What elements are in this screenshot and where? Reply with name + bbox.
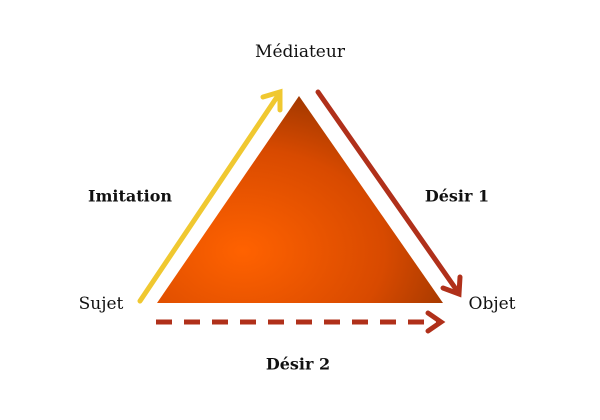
imitation-arrow	[137, 88, 283, 304]
triangle	[157, 96, 443, 303]
desire2-arrow	[156, 310, 446, 334]
imitation-label: Imitation	[87, 186, 173, 206]
desire1-arrow	[315, 89, 463, 298]
desire2-label: Désir 2	[265, 354, 331, 374]
mediator-label: Médiateur	[255, 42, 345, 62]
desire1-label: Désir 1	[424, 186, 490, 206]
object-label: Objet	[468, 294, 516, 314]
subject-label: Sujet	[78, 294, 124, 314]
